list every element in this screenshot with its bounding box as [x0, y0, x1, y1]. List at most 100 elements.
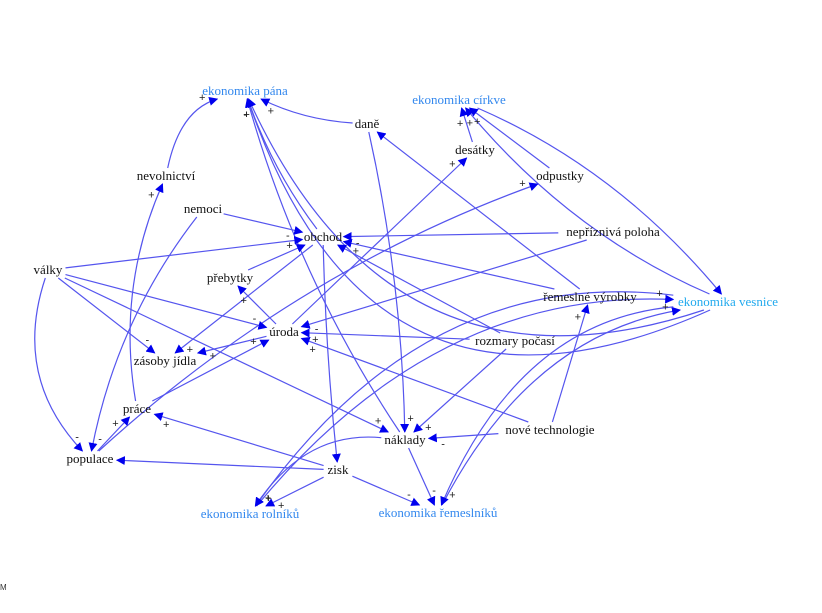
edge-remeslne-vyrobky-to-dane — [376, 131, 581, 290]
edge-ekonomika-rolniku-to-ekonomika-vesnice — [256, 294, 675, 507]
edge-nevolnictvi-to-ekonomika-pana — [167, 96, 219, 169]
node-ekonomika-pana: ekonomika pána — [202, 83, 288, 98]
edge-sign: + — [243, 109, 249, 121]
edge-sign: + — [268, 106, 274, 118]
edge-obchod-to-zisk — [322, 244, 341, 463]
edge-nove-technologie-to-naklady — [427, 433, 499, 443]
edge-sign: - — [407, 489, 411, 501]
edge-sign: + — [210, 351, 216, 363]
edge-nove-technologie-to-uroda — [300, 336, 529, 423]
edge-ekonomika-vesnice-to-ekonomika-remeslniku — [440, 306, 674, 506]
corner-mark: M — [0, 583, 7, 592]
edge-nemoci-to-populace — [88, 216, 198, 452]
node-zisk: zisk — [328, 462, 349, 477]
node-nepriznivo-poloha: nepříznivá poloha — [566, 224, 660, 239]
edge-ekonomika-vesnice-to-ekonomika-cirkve — [465, 107, 710, 295]
edge-sign: - — [286, 230, 290, 242]
edge-zisk-to-ekonomika-rolniku — [265, 476, 324, 507]
edge-ekonomika-vesnice-to-ekonomika-pana — [246, 98, 711, 356]
edge-valky-to-naklady — [64, 277, 390, 433]
edge-prace-to-uroda — [152, 339, 270, 402]
node-valky: války — [34, 262, 63, 277]
node-uroda: úroda — [269, 324, 299, 339]
edge-sign: - — [75, 432, 79, 444]
edge-sign: + — [148, 189, 154, 201]
edge-prace-to-nevolnictvi — [129, 183, 164, 402]
edge-sign: + — [243, 109, 249, 121]
node-prace: práce — [123, 401, 151, 416]
edge-rozmary-pocasi-to-uroda — [300, 328, 470, 340]
node-remeslne-vyrobky: řemeslné výrobky — [543, 289, 637, 304]
edge-sign: + — [457, 118, 463, 130]
edge-uroda-to-desatky — [291, 157, 468, 325]
node-ekonomika-cirkve: ekonomika církve — [412, 92, 506, 107]
edge-sign: - — [441, 438, 445, 450]
edge-sign: + — [575, 312, 581, 324]
edge-ekonomika-cirkve-to-ekonomika-vesnice — [477, 107, 722, 295]
edge-prebytky-to-obchod — [247, 244, 306, 271]
edge-sign: + — [474, 116, 480, 128]
edge-sign: - — [253, 313, 257, 325]
edge-nove-technologie-to-remeslne-vyrobky — [551, 304, 590, 423]
edge-sign: + — [407, 413, 413, 425]
edge-sign: + — [265, 493, 271, 505]
edge-naklady-to-ekonomika-rolniku — [254, 436, 382, 507]
edge-desatky-to-ekonomika-cirkve — [459, 107, 473, 143]
edge-sign: - — [432, 485, 436, 497]
node-nemoci: nemoci — [184, 201, 223, 216]
node-desatky: desátky — [455, 142, 495, 157]
node-odpustky: odpustky — [536, 168, 584, 183]
edge-sign: - — [356, 237, 360, 249]
edge-zisk-to-populace — [115, 456, 324, 470]
edge-dane-to-ekonomika-pana — [260, 98, 353, 124]
edge-rozmary-pocasi-to-obchod — [337, 244, 501, 334]
edge-sign: + — [425, 422, 431, 434]
edge-sign: + — [309, 344, 315, 356]
edge-ekonomika-remeslniku-to-ekonomika-vesnice — [441, 306, 681, 506]
edge-sign: + — [662, 301, 668, 313]
signs-layer: +++-++++++++-+-++---+-++-++++-++++--++++… — [75, 92, 668, 512]
edge-sign: + — [449, 158, 455, 170]
edge-nepriznivo-poloha-to-uroda — [300, 239, 587, 329]
edge-valky-to-obchod — [65, 235, 304, 269]
edge-dane-to-naklady — [368, 131, 410, 433]
edge-populace-to-prace — [97, 416, 131, 452]
node-ekonomika-rolniku: ekonomika rolníků — [201, 506, 300, 521]
node-nevolnictvi: nevolnictví — [137, 168, 196, 183]
node-ekonomika-remeslniku: ekonomika řemeslníků — [379, 505, 498, 520]
edge-naklady-to-ekonomika-remeslniku — [408, 447, 436, 506]
edge-sign: - — [145, 335, 149, 347]
edge-sign: + — [286, 240, 292, 252]
node-ekonomika-vesnice: ekonomika vesnice — [678, 294, 778, 309]
edge-sign: + — [449, 490, 455, 502]
node-prebytky: přebytky — [207, 270, 254, 285]
node-zasoby-jidla: zásoby jídla — [134, 353, 197, 368]
edge-naklady-to-ekonomika-pana — [245, 98, 401, 433]
node-naklady: náklady — [384, 432, 426, 447]
edge-obchod-to-zasoby-jidla — [174, 244, 314, 354]
edge-nemoci-to-obchod — [223, 213, 304, 235]
edge-sign: + — [278, 500, 284, 512]
edge-uroda-to-zasoby-jidla — [196, 335, 267, 356]
edge-sign: + — [187, 344, 193, 356]
edges-layer — [34, 96, 722, 507]
node-obchod: obchod — [304, 229, 343, 244]
edge-uroda-to-prebytky — [237, 285, 277, 325]
edge-sign: + — [656, 288, 662, 300]
node-populace: populace — [67, 451, 114, 466]
edge-sign: + — [375, 416, 381, 428]
edge-rozmary-pocasi-to-naklady — [413, 348, 507, 433]
edge-sign: + — [240, 295, 246, 307]
edge-sign: - — [98, 433, 102, 445]
edge-sign: + — [519, 178, 525, 190]
edge-sign: + — [265, 493, 271, 505]
edge-ekonomika-vesnice-to-ekonomika-rolniku — [255, 291, 674, 507]
edge-sign: + — [250, 336, 256, 348]
node-nove-technologie: nové technologie — [505, 422, 594, 437]
edge-valky-to-populace — [34, 277, 84, 452]
edge-sign: + — [199, 92, 205, 104]
edge-zisk-to-prace — [153, 412, 324, 467]
edge-remeslne-vyrobky-to-obchod — [342, 238, 555, 290]
